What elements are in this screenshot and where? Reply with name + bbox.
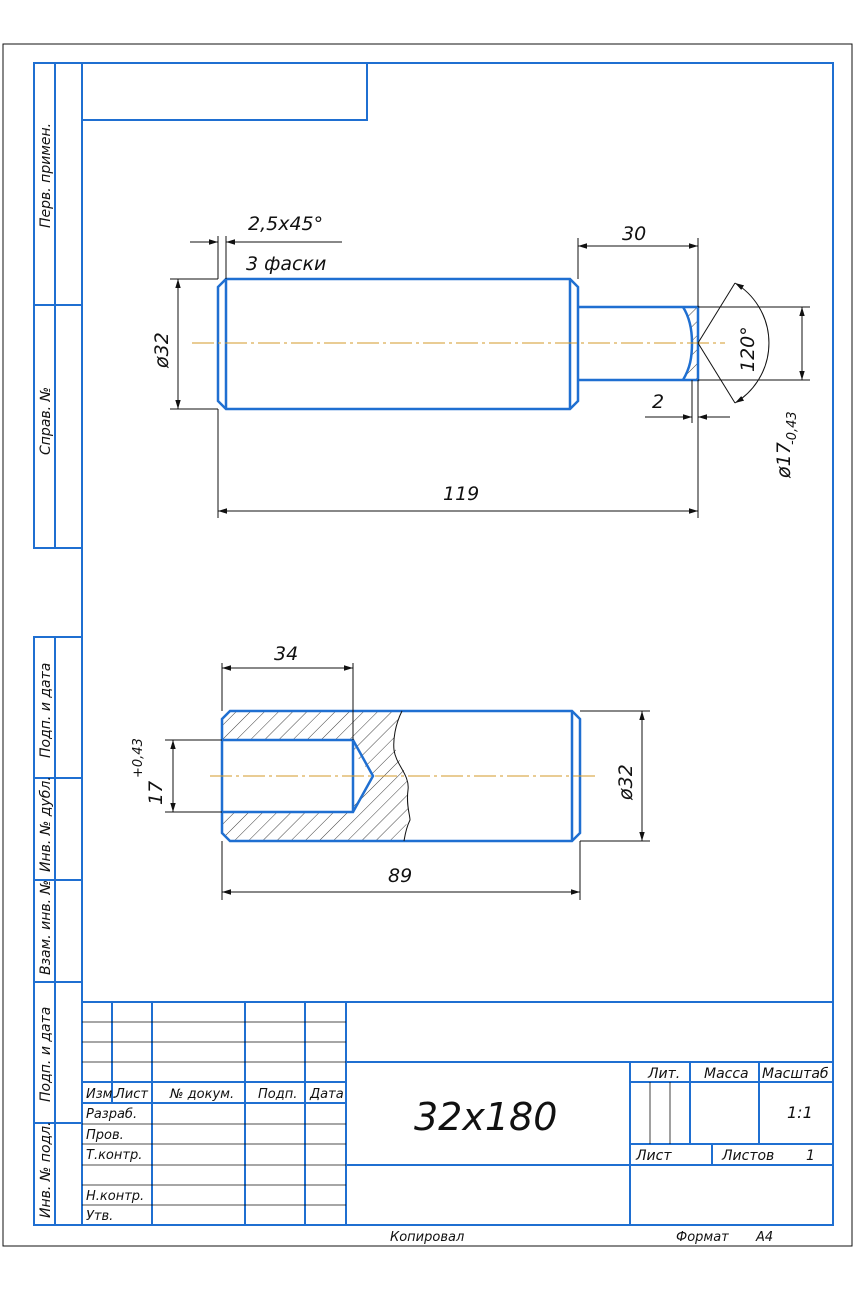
tb-row-utv: Утв.	[86, 1209, 113, 1224]
footer-format-label: Формат	[676, 1230, 729, 1245]
outer-frame	[2, 43, 853, 1247]
footer-format-value: A4	[755, 1230, 773, 1245]
view1-dim-30: 30	[622, 223, 646, 245]
view1-chamfer-size: 2,5x45°	[248, 213, 323, 235]
tb-massa: Масса	[704, 1066, 749, 1082]
tb-col-data: Дата	[309, 1087, 344, 1102]
label-inv-podl: Инв. № подл.	[38, 1121, 54, 1218]
view1-dim-dia17-tol: -0,43	[785, 411, 800, 445]
tb-lit: Лит.	[647, 1066, 680, 1082]
side-labels: Перв. примен. Справ. № Подп. и дата Инв.…	[38, 123, 54, 1218]
view2-hatch-top	[222, 711, 402, 740]
tb-row-tkontr: Т.контр.	[86, 1148, 142, 1163]
view2-break-line	[393, 710, 411, 842]
view-2-section: 34 17 +0,43 ø32 89	[131, 643, 650, 900]
tb-col-podp: Подп.	[258, 1087, 297, 1102]
tb-row-prov: Пров.	[86, 1128, 124, 1143]
view1-dim-dia32: ø32	[151, 332, 173, 369]
top-left-box	[82, 63, 368, 121]
tb-masshtab: Масштаб	[762, 1066, 829, 1082]
view1-end-section-hatch	[683, 307, 698, 380]
view2-bore-outline	[222, 738, 375, 814]
tb-col-list: Лист	[114, 1087, 148, 1102]
tb-sheet: Лист	[635, 1148, 672, 1164]
tb-sheets-value: 1	[806, 1148, 815, 1164]
tb-sheets: Листов	[721, 1148, 774, 1164]
label-podp-data-1: Подп. и дата	[38, 663, 54, 758]
view1-dim-120: 120°	[737, 326, 759, 372]
view2-dim-dia32: ø32	[615, 764, 637, 801]
view2-dim-17: 17	[145, 781, 167, 805]
footer-kopiroval: Копировал	[390, 1230, 464, 1245]
label-inv-dubl: Инв. № дубл.	[38, 776, 54, 872]
view-1-shaft: 2,5x45° 3 фаски 30 ø32 120° 2 ø17 -0,43 …	[151, 213, 810, 518]
label-sprav-no: Справ. №	[38, 387, 54, 455]
view2-hatch-bottom	[222, 812, 410, 841]
label-podp-data-2: Подп. и дата	[38, 1007, 54, 1102]
tb-scale-value: 1:1	[787, 1103, 813, 1122]
main-frame	[81, 62, 834, 1226]
view1-chamfer-note: 3 фаски	[246, 253, 326, 275]
view1-dim-dia17: ø17	[773, 442, 795, 479]
label-vzam-inv: Взам. инв. №	[38, 880, 54, 975]
view2-dim-89: 89	[388, 865, 412, 887]
view1-body-outline	[216, 277, 580, 411]
tb-row-razrab: Разраб.	[86, 1107, 137, 1122]
view1-dim-119: 119	[443, 483, 479, 505]
left-strip	[33, 62, 83, 1226]
tb-row-nkontr: Н.контр.	[86, 1189, 144, 1204]
view2-dim-34: 34	[274, 643, 298, 665]
view2-dim-17-tol: +0,43	[131, 738, 146, 778]
tb-designation: 32x180	[414, 1095, 557, 1139]
view1-dim-2: 2	[652, 391, 664, 413]
tb-col-dokum: № докум.	[169, 1087, 234, 1102]
label-perv-primen: Перв. примен.	[38, 123, 54, 228]
title-block: Изм. Лист № докум. Подп. Дата Разраб. Пр…	[82, 1001, 833, 1225]
tb-col-izm: Изм.	[86, 1087, 117, 1102]
